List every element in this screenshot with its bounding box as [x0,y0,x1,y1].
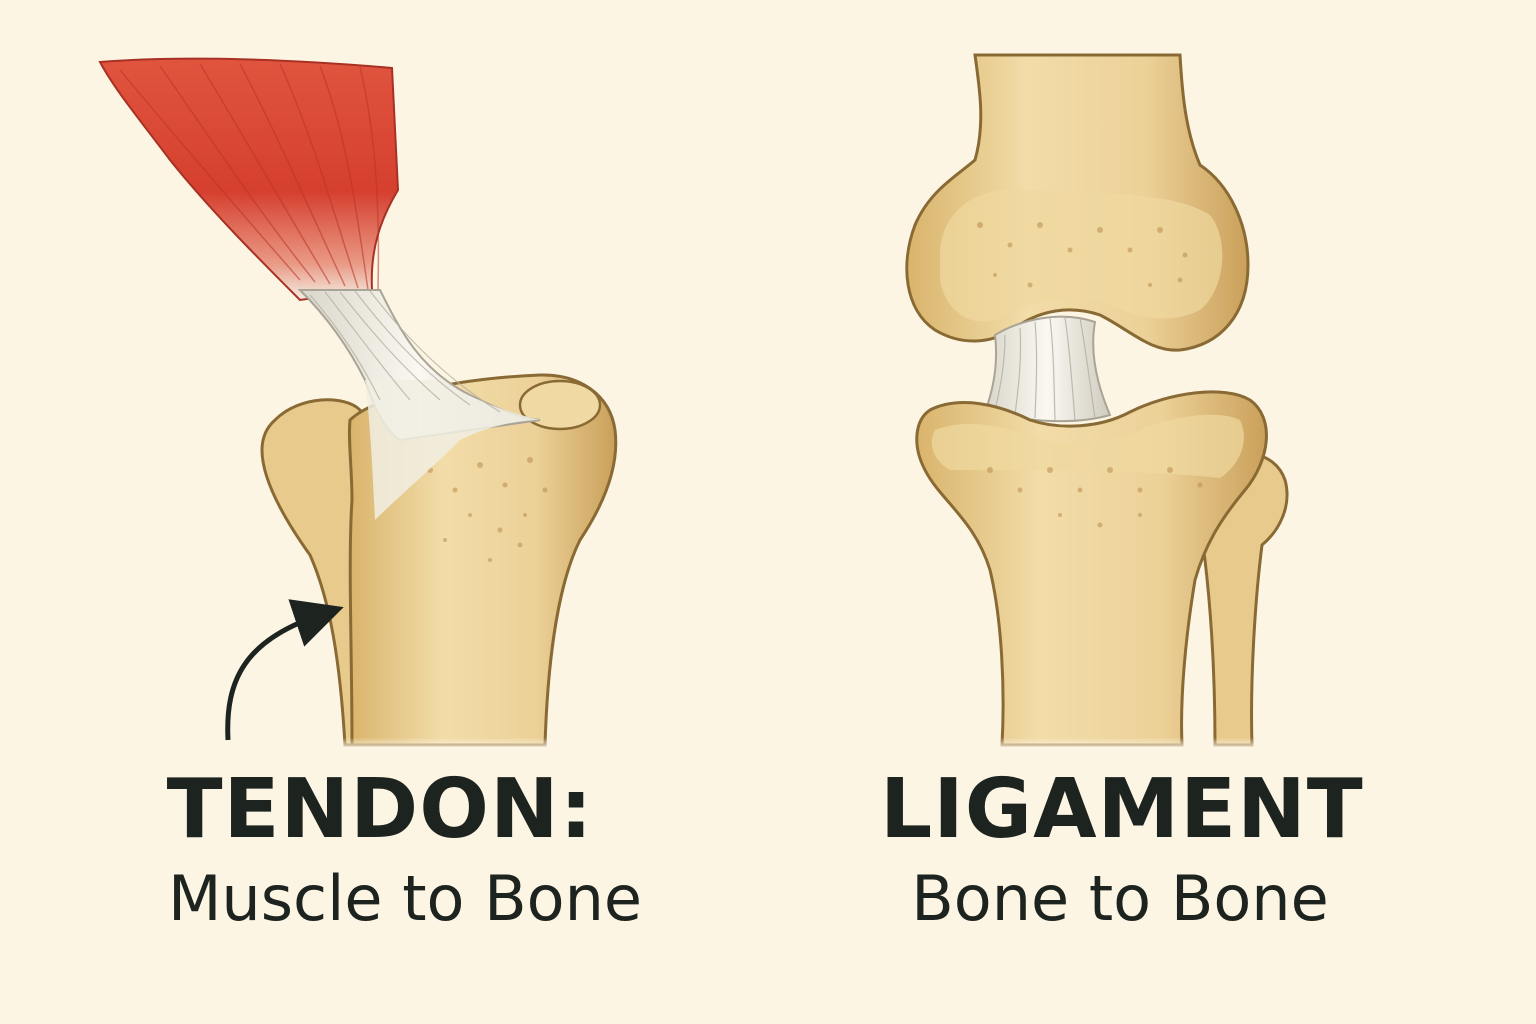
ligament-diagram [900,40,1300,750]
tendon-insertion [365,380,540,520]
muscle-fibers [119,63,380,291]
ligament-band [983,315,1112,423]
muscle-belly [98,57,400,302]
bone-condyle [518,379,602,431]
fibula [1200,452,1289,747]
tibia [915,390,1268,747]
ligament-fibers [994,317,1096,421]
tendon-subtitle: Muscle to Bone [167,862,643,935]
tibia-plateau-highlight [931,414,1244,478]
ligament-subtitle: Bone to Bone [911,862,1329,935]
femur-pores [977,222,1188,288]
tendon-title: TENDON: [166,762,594,857]
femur-condyle-highlight [940,189,1223,322]
ligament-title: LIGAMENT [880,762,1364,857]
pointer-arrow [225,599,344,741]
tibia-pores [987,467,1203,528]
tendon-diagram [98,57,640,750]
tendon-fibers [309,290,501,413]
